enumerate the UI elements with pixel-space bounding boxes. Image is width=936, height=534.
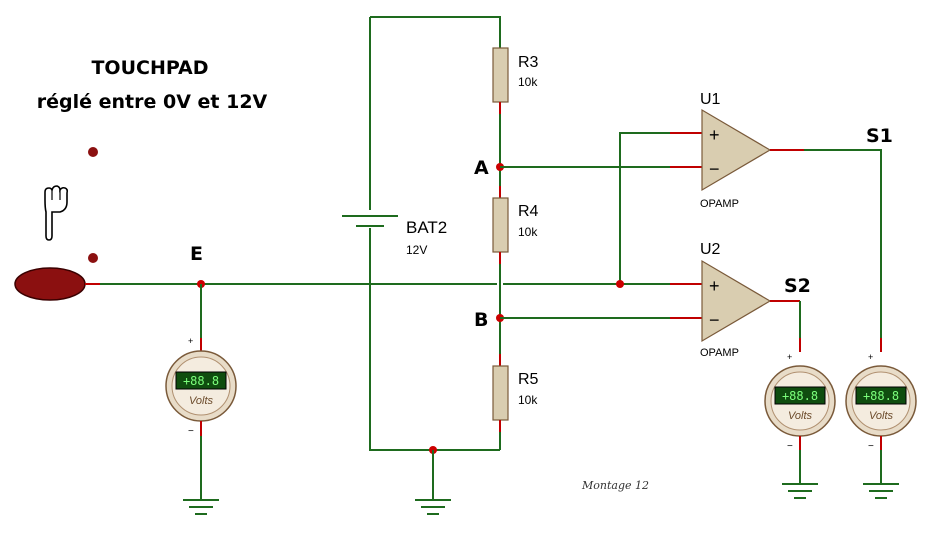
r4-ref: R4: [518, 203, 539, 220]
meter-s2-unit: Volts: [788, 410, 813, 422]
node-label-s2: S2: [784, 275, 811, 297]
title-line1: TOUCHPAD: [91, 57, 208, 79]
meter-s2-display: +88.8: [782, 389, 818, 403]
battery-value: 12V: [406, 243, 427, 257]
hand-pointer-icon: [44, 185, 69, 241]
resistor-r4: [492, 197, 509, 253]
meter-s1-minus: −: [868, 441, 874, 452]
node-label-a: A: [474, 157, 489, 179]
meter-s1-plus: +: [868, 352, 873, 362]
voltmeter-s1: + +88.8 Volts −: [845, 338, 917, 499]
opamp-u2: + − U2 OPAMP: [670, 241, 800, 359]
node-label-e: E: [190, 243, 203, 265]
meter-e-display: +88.8: [183, 374, 219, 388]
battery-ref: BAT2: [406, 218, 447, 237]
u2-ref: U2: [700, 241, 721, 258]
node-label-s1: S1: [866, 125, 893, 147]
u1-minus: −: [709, 159, 720, 179]
ground-symbol: [183, 499, 219, 515]
r5-value: 10k: [518, 393, 538, 407]
junction-e2: [616, 280, 624, 288]
touchpad-pad[interactable]: [14, 267, 86, 301]
resistor-r3: [492, 47, 509, 103]
meter-e-minus: −: [188, 426, 194, 437]
r4-value: 10k: [518, 225, 538, 239]
r3-ref: R3: [518, 54, 539, 71]
u2-plus: +: [709, 276, 720, 296]
resistor-r5: [492, 365, 509, 421]
u2-type: OPAMP: [700, 347, 739, 359]
ground-symbol: [415, 499, 451, 515]
ground-symbol: [782, 483, 818, 499]
meter-s1-display: +88.8: [863, 389, 899, 403]
ground-symbol: [863, 483, 899, 499]
node-label-b: B: [474, 309, 488, 331]
u1-ref: U1: [700, 91, 721, 108]
r3-value: 10k: [518, 75, 538, 89]
meter-s2-minus: −: [787, 441, 793, 452]
r5-ref: R5: [518, 371, 539, 388]
meter-e-unit: Volts: [189, 395, 214, 407]
meter-s1-unit: Volts: [869, 410, 894, 422]
caption: Montage 12: [581, 479, 649, 492]
meter-e-plus: +: [188, 336, 193, 346]
meter-s2-plus: +: [787, 352, 792, 362]
battery-bat2: BAT2 12V: [342, 215, 447, 257]
opamp-u1: + − U1 OPAMP: [670, 91, 804, 210]
touchpad-bottom-terminal: [88, 253, 98, 263]
voltmeter-s2: + +88.8 Volts −: [764, 338, 836, 499]
u1-type: OPAMP: [700, 198, 739, 210]
u2-minus: −: [709, 310, 720, 330]
u1-plus: +: [709, 125, 720, 145]
voltmeter-e: + +88.8 Volts −: [165, 284, 237, 515]
touchpad-top-terminal: [88, 147, 98, 157]
touchpad[interactable]: [14, 147, 100, 301]
title-line2: réglé entre 0V et 12V: [37, 91, 268, 113]
